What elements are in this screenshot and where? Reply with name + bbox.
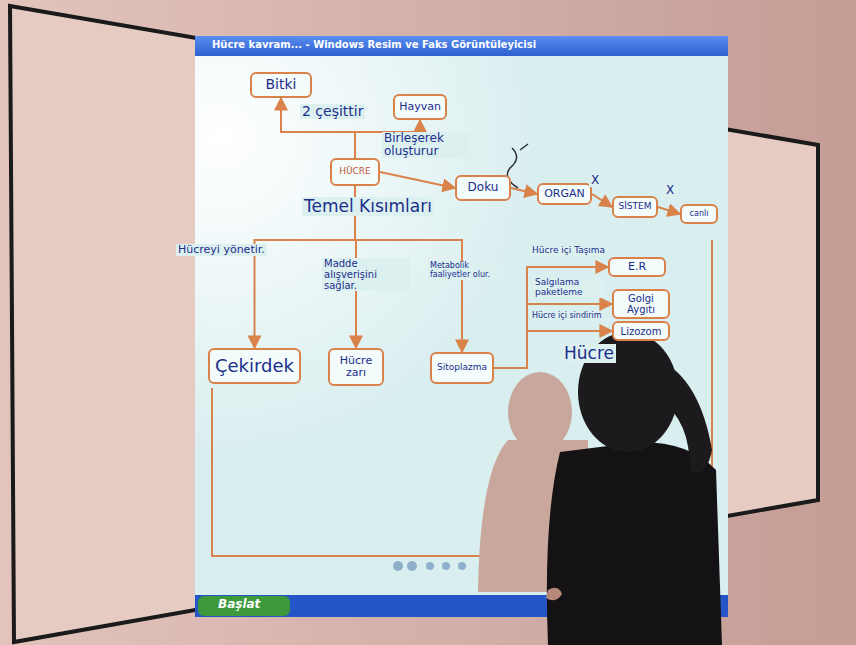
viewer-toolbar [393, 561, 466, 571]
cross-mark: X [664, 184, 676, 197]
concept-box: SİSTEM [612, 196, 658, 218]
connector-arrow [511, 188, 537, 194]
handwritten-heading: Hücre [562, 344, 616, 363]
box-text: Sitoplazma [437, 363, 487, 373]
concept-box: Sitoplazma [430, 352, 494, 384]
start-button-text: Başlat [216, 598, 262, 611]
cross-mark: X [589, 174, 601, 187]
handwritten-heading: Temel Kısımları [302, 197, 434, 216]
concept-box: Bitki [250, 72, 312, 98]
connector-arrow [592, 194, 612, 207]
handwritten-note: 2 çeşittir [300, 104, 365, 119]
student-figure [546, 332, 722, 645]
start-button [198, 596, 290, 616]
connector-arrow [380, 172, 455, 188]
box-text: Golgi Aygıtı [619, 293, 663, 315]
concept-box: Hayvan [393, 94, 447, 120]
window-title-bar [195, 36, 728, 56]
box-text: HÜCRE [339, 167, 371, 177]
concept-box: Çekirdek [208, 348, 301, 384]
box-text: Çekirdek [215, 356, 294, 376]
window-title: Hücre kavram... - Windows Resim ve Faks … [210, 39, 538, 50]
box-text: SİSTEM [618, 202, 651, 212]
edge-label: Birleşerek oluşturur [382, 132, 470, 158]
concept-box: Golgi Aygıtı [612, 289, 670, 319]
box-text: Doku [468, 181, 499, 194]
box-text: Hücre zarı [335, 355, 377, 379]
box-text: E.R [628, 261, 646, 273]
box-text: canlı [690, 210, 709, 219]
box-text: Lizozom [621, 326, 662, 337]
handwritten-note: Metabolik faaliyetler olur. [428, 262, 500, 280]
concept-box: HÜCRE [330, 158, 380, 186]
concept-box: Hücre zarı [328, 348, 384, 386]
concept-box: Doku [455, 175, 511, 201]
concept-box: Lizozom [612, 321, 670, 341]
concept-box: E.R [608, 257, 666, 277]
concept-box: canlı [680, 204, 718, 224]
handwritten-note: Hücre içi Taşıma [530, 246, 607, 256]
handwritten-note: Hücreyi yönetir. [176, 244, 267, 256]
connector-arrow [658, 207, 680, 214]
concept-box: ORGAN [537, 183, 592, 205]
box-text: Hayvan [399, 101, 441, 113]
handwritten-note: Salgılama paketleme [533, 278, 605, 298]
box-text: ORGAN [544, 188, 585, 200]
handwritten-note: Hücre içi sindirim [530, 312, 604, 321]
box-text: Bitki [266, 77, 297, 92]
handwritten-note: Madde alışverişini sağlar. [322, 258, 410, 291]
